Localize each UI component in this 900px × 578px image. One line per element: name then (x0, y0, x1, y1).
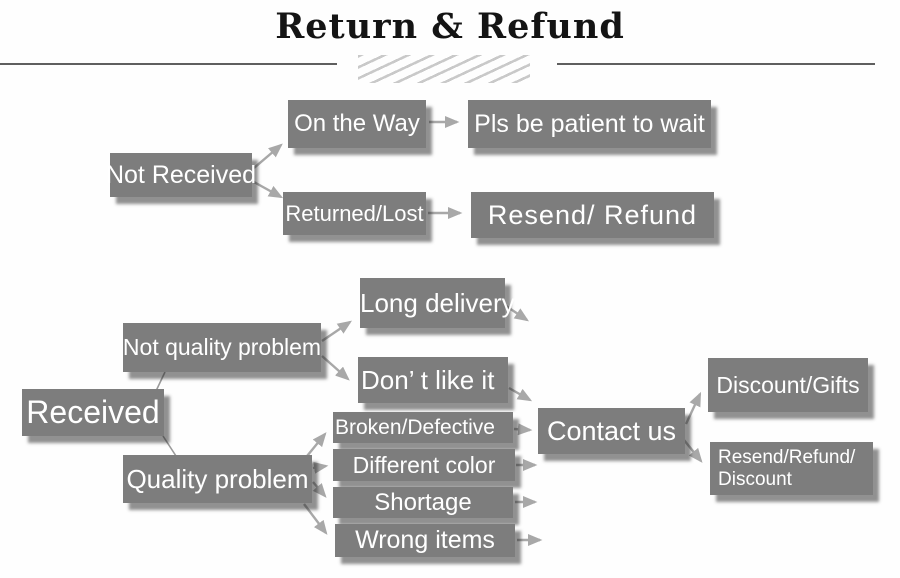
node-received: Received (22, 389, 164, 436)
edge-long-delivery-out (505, 305, 529, 322)
edge-quality-wrong-items (303, 503, 328, 535)
node-label: Different color (352, 451, 496, 478)
node-long-delivery: Long delivery (360, 278, 515, 328)
node-label: Discount/Gifts (716, 371, 860, 398)
node-label: On the Way (294, 110, 420, 137)
node-shortage: Shortage (333, 487, 513, 518)
edge-broken-contact-us (513, 423, 533, 436)
node-label: Not Received (105, 160, 257, 189)
edge-not-received-returned-lost (253, 180, 284, 199)
edge-quality-shortage (312, 481, 327, 498)
node-discount-gifts: Discount/Gifts (708, 358, 868, 412)
node-wrong-items: Wrong items (335, 524, 515, 557)
node-label: Don’ t like it (361, 364, 495, 395)
hatch-marks (358, 55, 530, 83)
node-label: Contact us (546, 415, 677, 446)
divider-line-left (0, 63, 337, 65)
node-contact-us: Contact us (538, 408, 685, 454)
edge-not-received-on-the-way (253, 143, 283, 169)
edge-contact-resend-refund-discount (683, 439, 703, 463)
node-label: Quality problem (126, 463, 309, 494)
edge-received-quality (162, 435, 177, 457)
node-label: Long delivery (360, 287, 515, 318)
edge-not-quality-long-delivery (321, 320, 352, 342)
node-returned-lost: Returned/Lost (283, 192, 426, 235)
node-resend-refund-discount: Resend/Refund/ Discount (710, 442, 873, 495)
node-broken-defective: Broken/Defective (333, 412, 513, 443)
edge-received-not-quality (155, 371, 166, 392)
node-label: Resend/ Refund (487, 199, 698, 230)
node-on-the-way: On the Way (288, 100, 426, 148)
node-not-received: Not Received (106, 153, 256, 197)
node-label: Wrong items (355, 526, 495, 554)
node-label-line1: Resend/Refund/ (718, 446, 856, 468)
node-label: Not quality problem (122, 334, 322, 360)
node-label: Broken/Defective (335, 415, 495, 439)
node-dont-like-it: Don’ t like it (358, 357, 508, 403)
node-quality-problem: Quality problem (123, 455, 312, 503)
node-not-quality-problem: Not quality problem (123, 323, 321, 372)
node-label-line2: Discount (718, 468, 792, 490)
edge-not-quality-dont-like (321, 355, 350, 381)
edge-dont-like-contact-us (508, 386, 533, 402)
edge-quality-diff-color (312, 461, 329, 474)
edge-contact-discount-gifts (684, 391, 702, 425)
node-label: Shortage (374, 488, 472, 516)
node-label: Pls be patient to wait (474, 109, 705, 138)
page-title: Return & Refund (275, 6, 625, 47)
node-different-color: Different color (333, 449, 515, 481)
node-label: Received (26, 394, 160, 430)
node-pls-be-patient: Pls be patient to wait (468, 100, 711, 148)
node-resend-refund: Resend/ Refund (471, 192, 714, 238)
node-label: Returned/Lost (285, 200, 424, 226)
divider-line-right (557, 63, 875, 65)
